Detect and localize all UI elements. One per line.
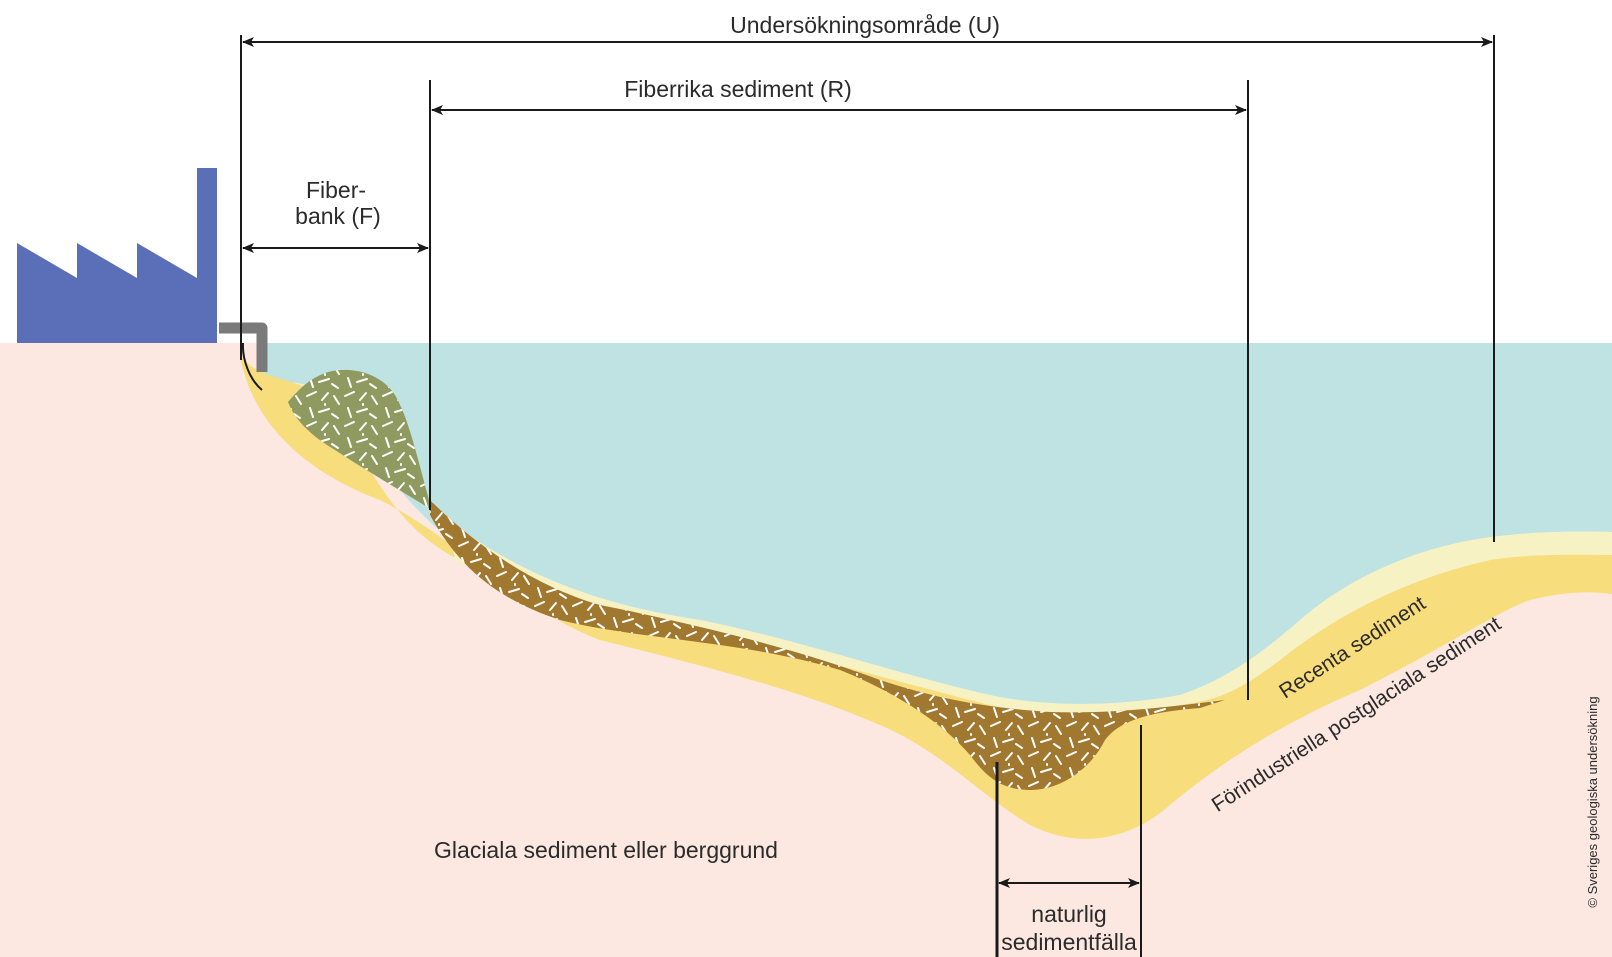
glacial-sediment-label: Glaciala sediment eller berggrund <box>434 837 778 863</box>
fiber-bank-label-line2: bank (F) <box>295 203 381 229</box>
sediment-trap-label-line1: naturlig <box>1031 901 1106 927</box>
sediment-trap-label-line2: sedimentfälla <box>1001 929 1137 955</box>
fiber-bank-label-line1: Fiber- <box>306 177 366 203</box>
fiber-rich-label: Fiberrika sediment (R) <box>624 76 852 102</box>
survey-area-label: Undersökningsområde (U) <box>730 12 1000 38</box>
factory-icon <box>17 168 217 343</box>
copyright-notice: © Sveriges geologiska undersökning <box>1585 696 1600 907</box>
